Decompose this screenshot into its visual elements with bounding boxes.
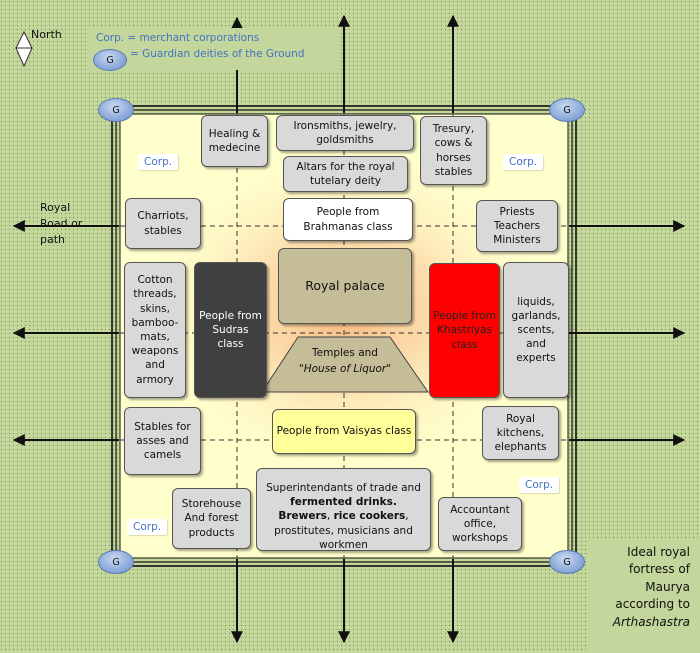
deity-badge-sw: G	[98, 550, 134, 574]
royal-road-label: Royal Road or path	[40, 201, 83, 246]
box-treasury: Tresury, cows & horses stables	[420, 116, 487, 185]
corp-label-se: Corp.	[519, 477, 560, 493]
box-stables-asses: Stables for asses and camels	[124, 407, 201, 475]
box-royal-palace: Royal palace	[278, 248, 412, 324]
box-storehouse: Storehouse And forest products	[172, 488, 251, 549]
temples-trapezoid	[261, 336, 429, 393]
box-healing-medicine: Healing & medecine	[201, 115, 268, 167]
box-liquids-garlands: liquids, garlands, scents, and experts	[503, 262, 569, 398]
corp-label-sw: Corp.	[127, 519, 168, 535]
corp-label-ne: Corp.	[503, 154, 544, 170]
box-priests: Priests Teachers Ministers	[476, 200, 558, 252]
temples-label: Temples and "House of Liquor"	[298, 347, 392, 376]
deity-badge-nw: G	[98, 98, 134, 122]
box-vaisyas: People from Vaisyas class	[272, 409, 416, 454]
box-royal-kitchens: Royal kitchens, elephants	[482, 406, 559, 460]
box-cotton-armory: Cotton threads, skins, bamboo-mats, weap…	[124, 262, 186, 398]
box-accountant: Accountant office, workshops	[438, 497, 522, 551]
corp-label-nw: Corp.	[138, 154, 179, 170]
north-diamond-icon	[15, 30, 33, 68]
box-sudras: People from Sudras class	[194, 262, 267, 398]
box-khastriyas: People from Khastriyas class	[429, 263, 500, 398]
box-superintendants: Superintendants of trade and fermented d…	[256, 468, 431, 551]
caption-box: Ideal royal fortress of Maurya according…	[587, 541, 700, 653]
box-altars: Altars for the royal tutelary deity	[283, 156, 408, 192]
legend-deity-icon: G	[93, 49, 127, 71]
north-label: North	[31, 28, 62, 41]
deity-badge-ne: G	[549, 98, 585, 122]
box-brahmanas: People from Brahmanas class	[283, 198, 413, 241]
legend: Corp. = merchant corporations G = Guardi…	[88, 28, 338, 71]
box-ironsmiths: Ironsmiths, jewelry, goldsmiths	[276, 115, 414, 151]
box-chariots: Charriots, stables	[125, 198, 201, 249]
legend-corp-text: Corp. = merchant corporations	[96, 32, 260, 44]
deity-badge-se: G	[549, 550, 585, 574]
legend-guardian-text: = Guardian deities of the Ground	[130, 48, 305, 60]
